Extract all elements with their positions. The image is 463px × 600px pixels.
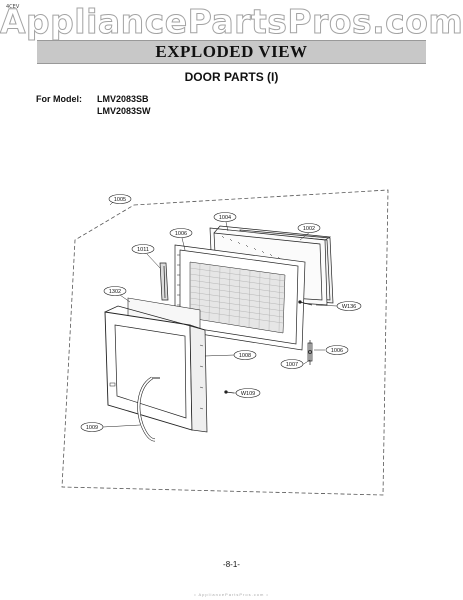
- bottom-watermark: • AppliancePartsPros.com •: [194, 592, 269, 597]
- screw-w136: [298, 300, 313, 306]
- callout-1008: 1008: [233, 350, 257, 360]
- callout-1005: 1005: [108, 194, 132, 204]
- part-hinge: [307, 340, 313, 365]
- svg-text:1006: 1006: [331, 348, 343, 354]
- svg-text:1002: 1002: [303, 226, 315, 232]
- leader-lines: [102, 199, 338, 428]
- callout-1004: 1004: [213, 212, 237, 222]
- assembly-boundary: [61, 189, 389, 496]
- banner-title: EXPLODED VIEW: [155, 42, 308, 61]
- svg-text:W109: W109: [241, 391, 255, 397]
- exploded-view-banner: EXPLODED VIEW: [37, 40, 426, 64]
- callout-1009: 1009: [80, 422, 104, 432]
- watermark-logo: AppliancePartsPros.com: [0, 2, 463, 42]
- part-1011-latch: [159, 262, 169, 301]
- screw-w109: [224, 390, 235, 394]
- page-number: -8-1-: [223, 560, 240, 569]
- part-1006-inner-door: [174, 244, 306, 351]
- callout-1302: 1302: [103, 286, 127, 296]
- svg-text:1009: 1009: [86, 425, 98, 431]
- part-1008-door-frame: [104, 305, 208, 433]
- svg-text:1005: 1005: [114, 197, 126, 203]
- part-1009-handle: [137, 376, 160, 442]
- callout-w109: W109: [235, 388, 261, 398]
- svg-text:1007: 1007: [286, 362, 298, 368]
- svg-text:1008: 1008: [239, 353, 251, 359]
- svg-text:1302: 1302: [109, 289, 121, 295]
- model-number-1: LMV2083SB: [97, 94, 149, 104]
- callout-1007: 1007: [280, 359, 304, 369]
- svg-text:W136: W136: [342, 304, 356, 310]
- callout-1006-b: 1006: [325, 345, 349, 355]
- model-label: For Model:: [36, 94, 82, 104]
- callout-1002: 1002: [297, 223, 321, 233]
- callout-1006-a: 1006: [169, 228, 193, 238]
- model-number-2: LMV2083SW: [97, 106, 151, 116]
- svg-text:1011: 1011: [137, 247, 149, 253]
- callout-w136: W136: [336, 301, 362, 311]
- svg-text:1004: 1004: [219, 215, 231, 221]
- section-title: DOOR PARTS (I): [184, 70, 279, 84]
- svg-text:1006: 1006: [175, 231, 187, 237]
- corner-mark: 4CEV: [6, 4, 20, 10]
- callout-1011: 1011: [131, 244, 155, 254]
